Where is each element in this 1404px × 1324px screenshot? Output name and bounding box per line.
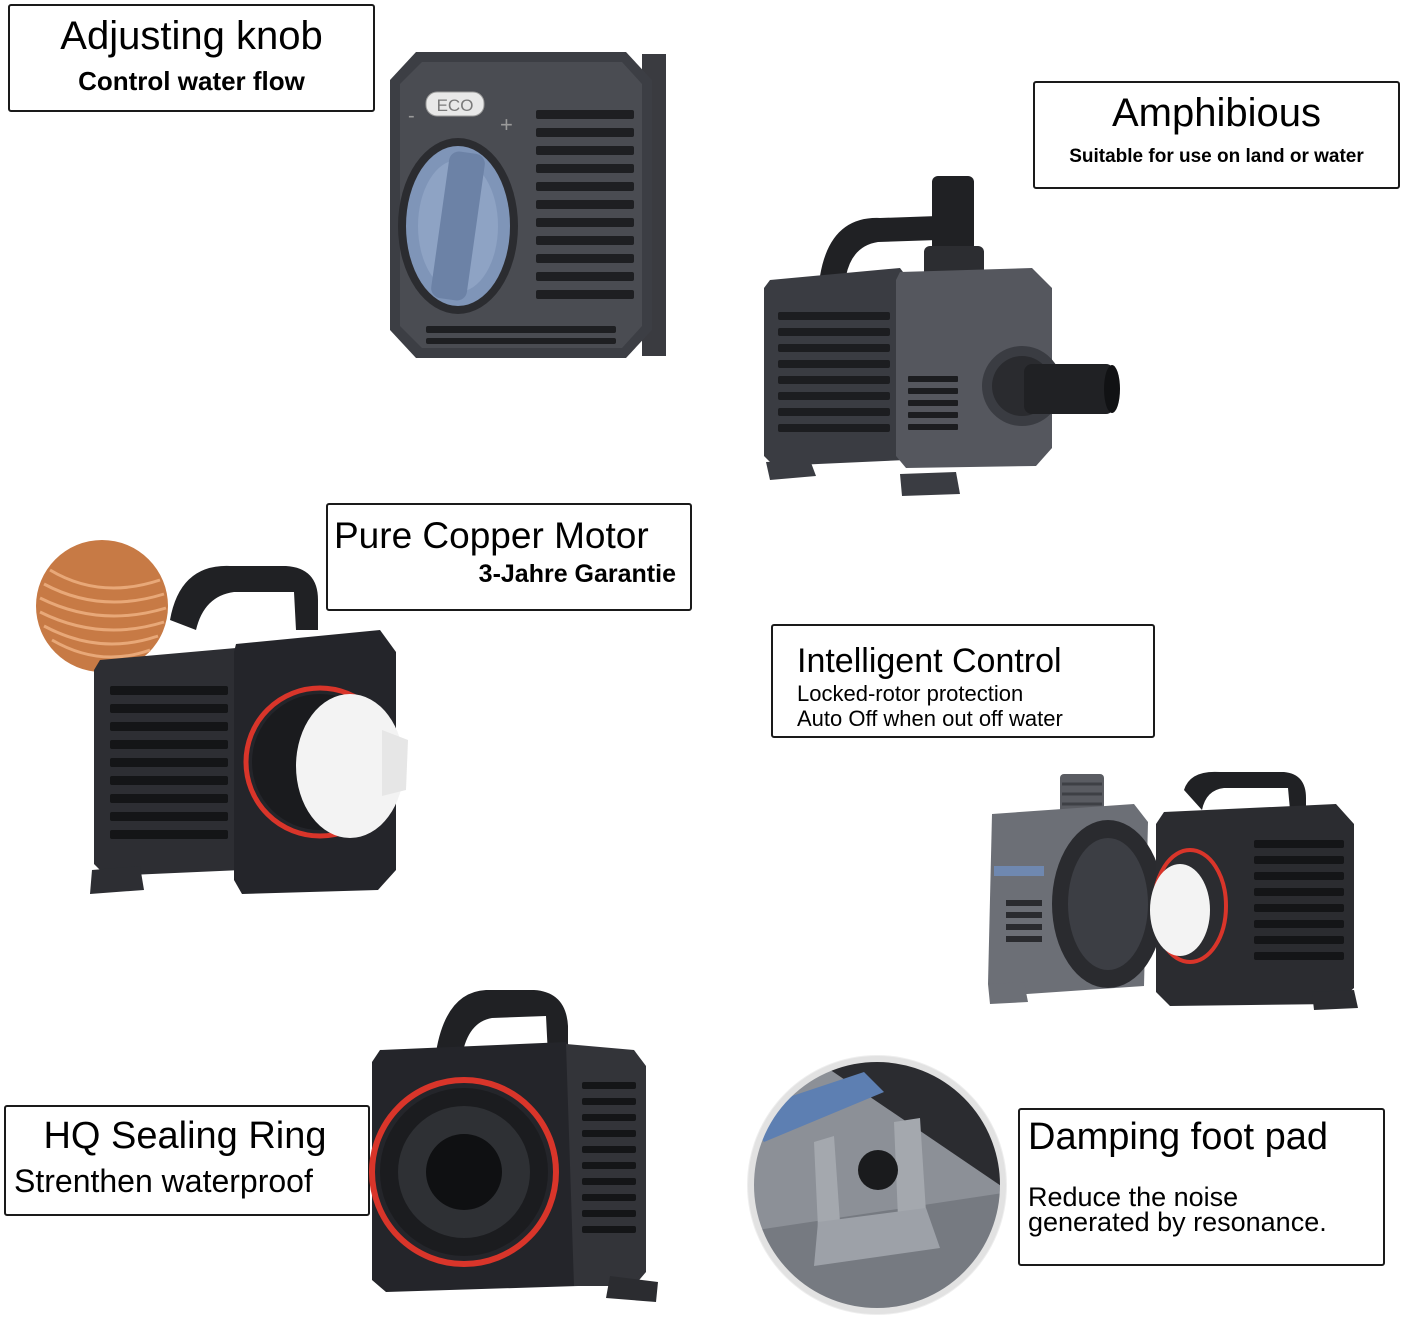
callout-subtitle: 3-Jahre Garantie <box>478 560 676 589</box>
opened-pump-image <box>984 770 1362 1012</box>
rubber-foot-pad <box>858 1150 898 1190</box>
callout-intelligent-control: Intelligent Control Locked-rotor protect… <box>771 624 1155 738</box>
callout-title: Amphibious <box>1111 91 1321 135</box>
callout-subtitle: Strenthen waterproof <box>14 1162 313 1199</box>
amphibious-pump-image <box>760 176 1128 512</box>
callout-title: Adjusting knob <box>60 14 323 58</box>
callout-title: Intelligent Control <box>797 642 1062 680</box>
knob-plus-label: + <box>500 112 513 137</box>
knob-minus-label: - <box>408 105 415 127</box>
copper-motor-pump-image <box>30 540 412 904</box>
sealing-ring-pump-image <box>366 986 664 1310</box>
callout-title: HQ Sealing Ring <box>43 1115 327 1157</box>
foot-pad-closeup-image <box>744 1052 1010 1318</box>
callout-adjusting-knob: Adjusting knob Control water flow <box>8 4 375 112</box>
callout-line2: Auto Off when out off water <box>797 705 1063 731</box>
callout-title: Pure Copper Motor <box>334 515 649 556</box>
knob-closeup-image: ECO - + <box>386 40 668 372</box>
callout-subtitle: Suitable for use on land or water <box>1069 145 1364 167</box>
callout-title: Damping foot pad <box>1028 1116 1328 1158</box>
callout-sealing-ring: HQ Sealing Ring Strenthen waterproof <box>4 1105 370 1216</box>
copper-coil-inset <box>36 540 168 672</box>
callout-damping-pad: Damping foot pad Reduce the noise genera… <box>1018 1108 1385 1266</box>
callout-line1: Locked-rotor protection <box>797 681 1024 707</box>
callout-line1: Reduce the noise <box>1028 1181 1239 1212</box>
callout-amphibious: Amphibious Suitable for use on land or w… <box>1033 81 1400 189</box>
callout-subtitle: Control water flow <box>78 65 305 96</box>
callout-line2: generated by resonance. <box>1028 1207 1327 1238</box>
callout-copper-motor: Pure Copper Motor 3-Jahre Garantie <box>326 503 692 611</box>
white-impeller <box>296 694 404 838</box>
knob-eco-label: ECO <box>437 96 474 115</box>
